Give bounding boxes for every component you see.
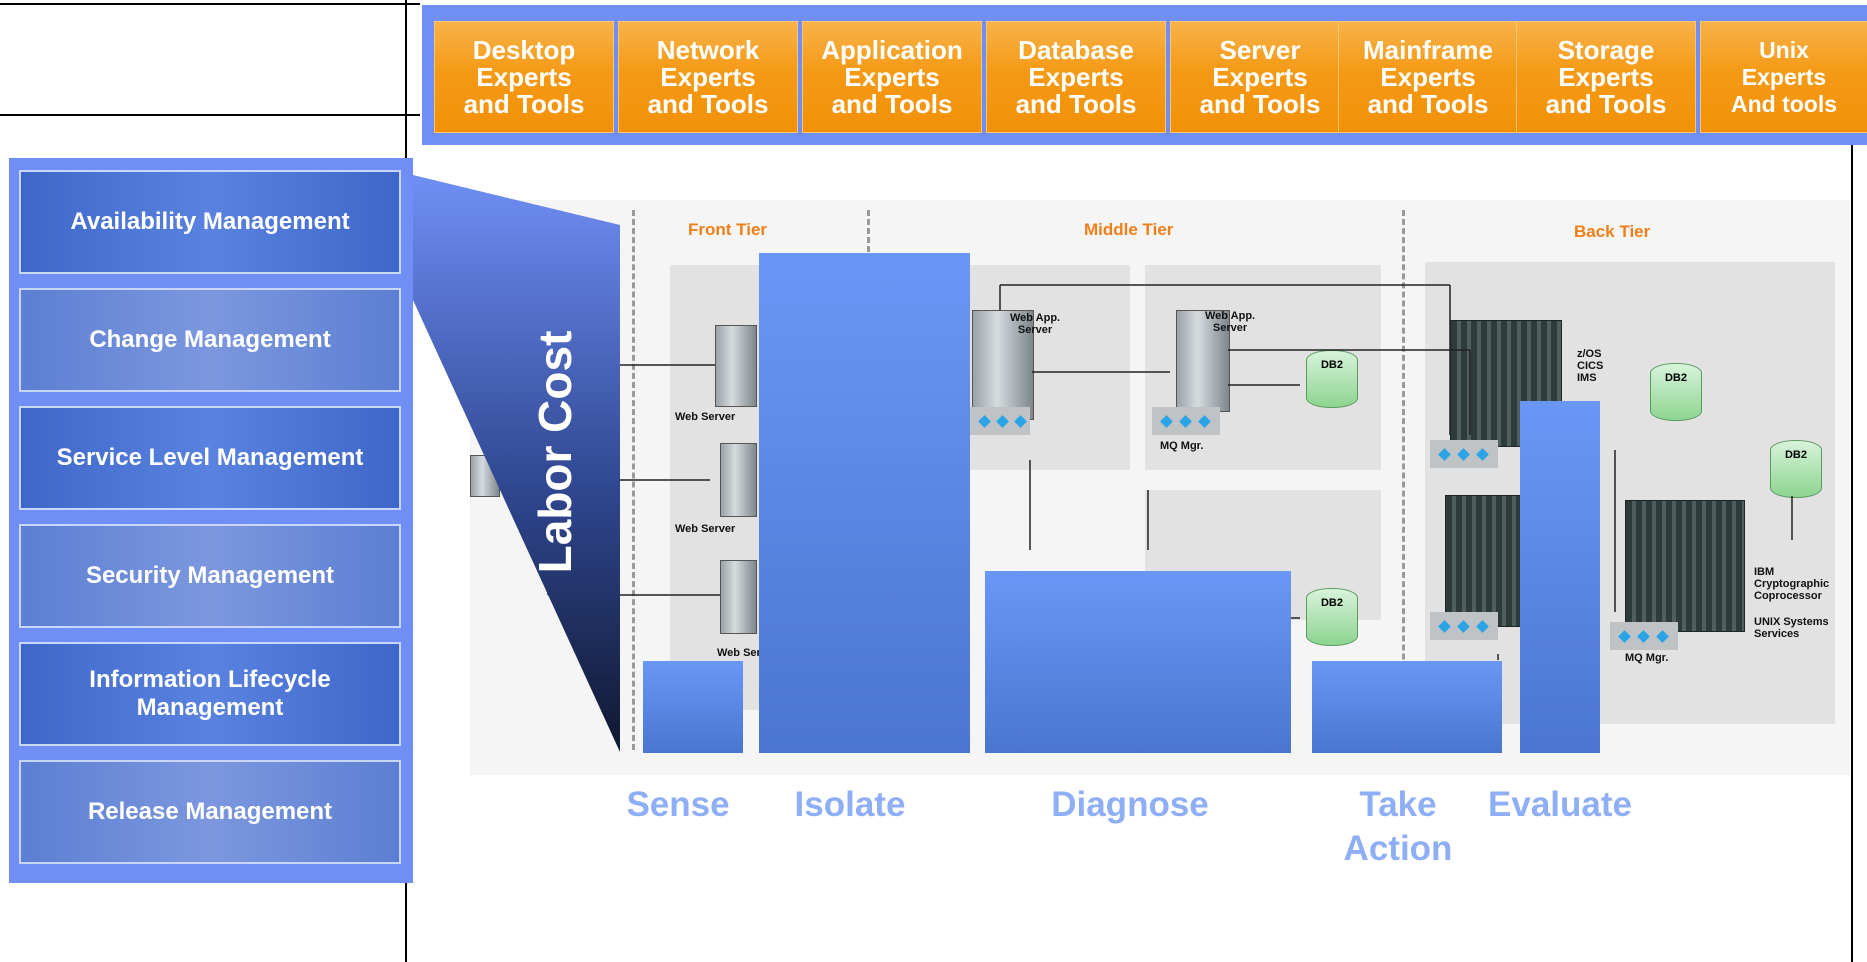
db2-database-icon: DB2 — [1770, 440, 1822, 498]
security-management-item[interactable]: Security Management — [19, 524, 401, 628]
middle-tier-label: Middle Tier — [1084, 220, 1174, 239]
management-disciplines-panel: Availability Management Change Managemen… — [9, 158, 413, 883]
web-server-label: Web Server — [675, 523, 736, 535]
mainframe-icon — [1625, 500, 1745, 632]
web-app-server-icon — [1176, 310, 1230, 412]
storage-experts-tile[interactable]: Storage Experts and Tools — [1516, 21, 1696, 133]
tier-divider — [1402, 210, 1405, 750]
database-experts-tile[interactable]: Database Experts and Tools — [986, 21, 1166, 133]
unix-services-label: UNIX Systems Services — [1754, 616, 1829, 640]
service-level-management-item[interactable]: Service Level Management — [19, 406, 401, 510]
phase-label: Evaluate — [1488, 785, 1632, 824]
network-experts-tile[interactable]: Network Experts and Tools — [618, 21, 798, 133]
unix-experts-tile[interactable]: Unix Experts And tools — [1700, 21, 1867, 133]
web-server-icon — [720, 560, 757, 634]
mq-manager-icon — [1610, 622, 1678, 650]
mainframe-experts-tile[interactable]: Mainframe Experts and Tools — [1338, 21, 1518, 133]
cost-bar — [985, 571, 1291, 753]
information-lifecycle-management-item[interactable]: Information Lifecycle Management — [19, 642, 401, 746]
front-tier-label: Front Tier — [688, 220, 768, 239]
web-app-server-label: Web App. Server — [1205, 310, 1256, 334]
change-management-item[interactable]: Change Management — [19, 288, 401, 392]
mq-manager-label: MQ Mgr. — [1625, 652, 1669, 664]
cost-bar — [643, 661, 743, 753]
phase-label: Isolate — [794, 785, 906, 824]
db2-database-icon: DB2 — [1306, 350, 1358, 408]
mq-manager-icon — [970, 407, 1030, 435]
web-server-icon — [720, 443, 757, 517]
release-management-item[interactable]: Release Management — [19, 760, 401, 864]
mainframe-os-label: z/OS CICS IMS — [1577, 348, 1604, 384]
web-server-icon — [715, 325, 757, 407]
availability-management-item[interactable]: Availability Management — [19, 170, 401, 274]
desktop-experts-tile[interactable]: Desktop Experts and Tools — [434, 21, 614, 133]
mq-manager-icon — [1430, 440, 1498, 468]
application-experts-tile[interactable]: Application Experts and Tools — [802, 21, 982, 133]
web-app-server-icon — [972, 310, 1034, 420]
web-server-label: Web Server — [675, 411, 736, 423]
mq-manager-icon — [1152, 407, 1220, 435]
cost-bar — [759, 253, 970, 753]
phase-label: Take Action — [1343, 785, 1453, 868]
crypto-label: IBM Cryptographic Coprocessor — [1754, 566, 1830, 602]
experts-toolbar: Desktop Experts and Tools Network Expert… — [422, 5, 1867, 145]
mq-manager-label: MQ Mgr. — [1160, 440, 1204, 452]
frame-right-line — [1851, 140, 1853, 962]
labor-cost-label: Labor Cost — [529, 330, 581, 574]
back-tier-label: Back Tier — [1574, 222, 1651, 241]
web-app-server-label: Web App. Server — [1010, 312, 1061, 336]
cost-bar — [1520, 401, 1600, 753]
mq-manager-icon — [1430, 612, 1498, 640]
frame-top-line — [0, 3, 420, 5]
server-experts-tile[interactable]: Server Experts and Tools — [1170, 21, 1350, 133]
tier-divider — [867, 210, 870, 270]
phase-label: Diagnose — [1051, 785, 1209, 824]
frame-header-line — [0, 114, 420, 116]
db2-database-icon: DB2 — [1650, 363, 1702, 421]
db2-database-icon: DB2 — [1306, 588, 1358, 646]
phase-label: Sense — [626, 785, 730, 824]
cost-bar — [1312, 661, 1502, 753]
